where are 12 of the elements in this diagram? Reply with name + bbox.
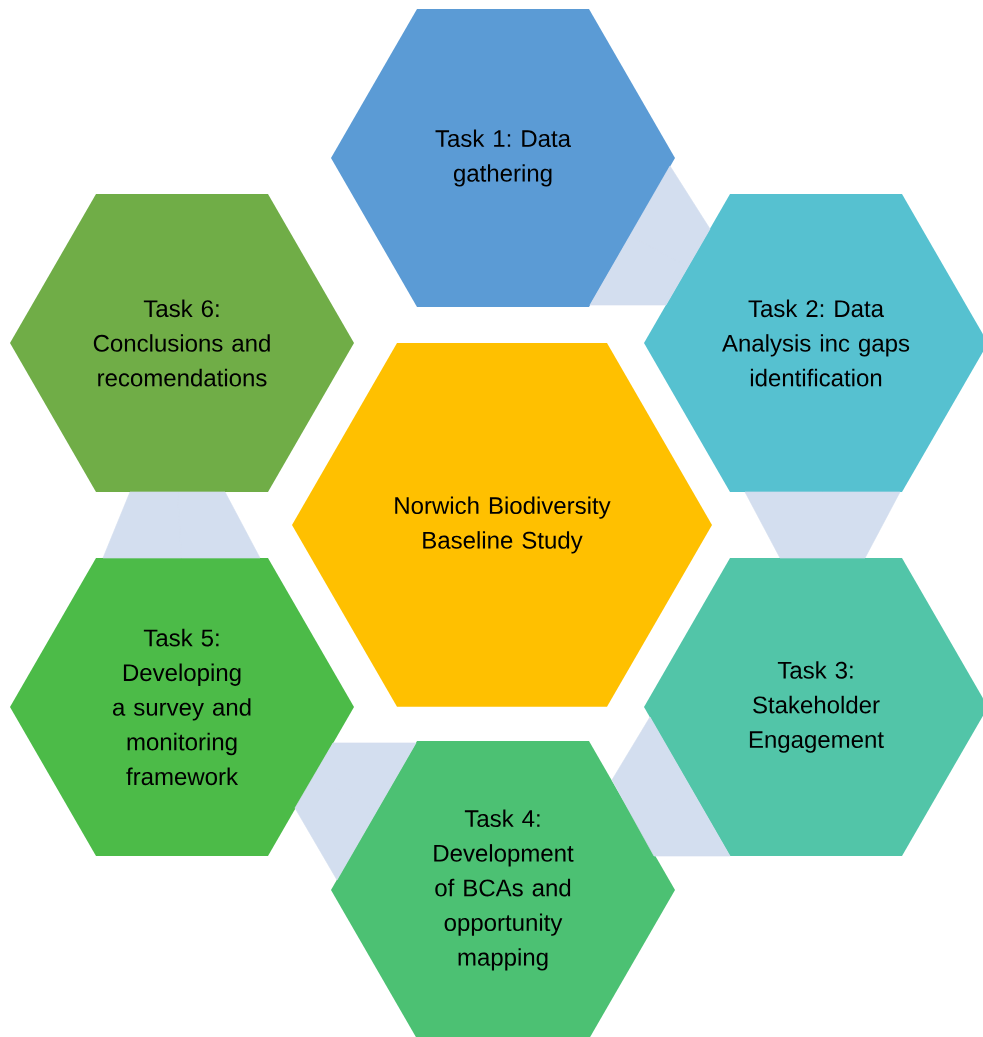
hexagon: Task 3: Stakeholder Engagement [644,558,983,856]
connector-band [589,165,711,306]
hexagon: Task 6: Conclusions and recomendations [10,194,354,492]
connector-band [744,491,901,559]
hexagon: Task 1: Data gathering [331,9,675,307]
hexagon: Task 2: Data Analysis inc gaps identification [644,194,983,492]
hexagon: Task 4: Development of BCAs and opportunity mapping [331,741,675,1037]
connector-band [294,742,417,881]
hexagon: Norwich Biodiversity Baseline Study [292,343,712,707]
connector-band [611,716,731,857]
connector-band [102,491,261,559]
hexagon: Task 5: Developing a survey and monitoring framework [10,558,354,856]
